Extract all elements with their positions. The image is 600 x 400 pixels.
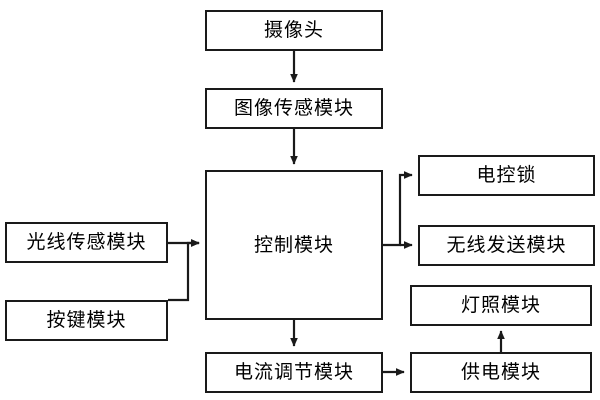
node-camera[interactable]: 摄像头	[205, 10, 383, 51]
node-label-electronic-lock: 电控锁	[476, 165, 537, 186]
node-label-power-supply: 供电模块	[460, 362, 541, 383]
node-label-wireless-send: 无线发送模块	[446, 235, 567, 256]
node-control[interactable]: 控制模块	[205, 170, 383, 320]
node-power-supply[interactable]: 供电模块	[410, 352, 592, 393]
node-current-adjust[interactable]: 电流调节模块	[205, 352, 383, 393]
node-label-key: 按键模块	[46, 310, 127, 331]
node-lighting[interactable]: 灯照模块	[410, 285, 592, 326]
node-label-control: 控制模块	[253, 234, 334, 256]
node-image-sensor[interactable]: 图像传感模块	[205, 88, 383, 129]
node-wireless-send[interactable]: 无线发送模块	[418, 225, 595, 266]
node-label-image-sensor: 图像传感模块	[233, 98, 354, 119]
node-label-current-adjust: 电流调节模块	[233, 362, 354, 383]
edge-control-to-electronic-lock	[383, 171, 413, 247]
node-electronic-lock[interactable]: 电控锁	[418, 155, 595, 196]
node-label-lighting: 灯照模块	[460, 295, 541, 316]
node-label-camera: 摄像头	[263, 20, 324, 41]
node-key[interactable]: 按键模块	[5, 300, 168, 341]
edge-key-to-control	[168, 239, 200, 302]
node-label-light-sensor: 光线传感模块	[26, 232, 147, 253]
node-light-sensor[interactable]: 光线传感模块	[5, 222, 168, 263]
